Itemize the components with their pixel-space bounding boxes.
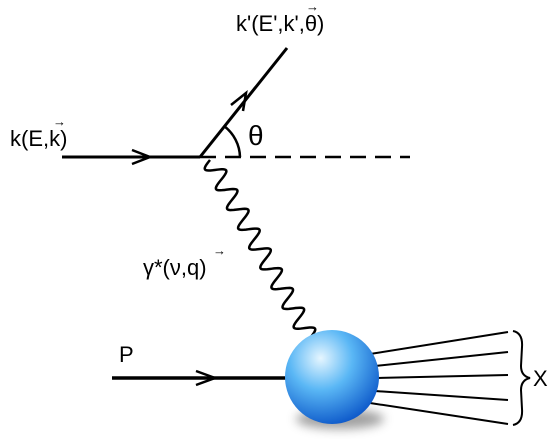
outgoing-lepton-vector-arrow: → [306, 0, 319, 14]
hadron-jet-3 [375, 374, 509, 379]
final-state-label: X [533, 366, 548, 391]
virtual-photon-line [203, 159, 317, 339]
scattering-angle-label: θ [248, 120, 264, 151]
scattering-angle-arc [223, 125, 242, 158]
hadron-jet-5 [369, 402, 509, 425]
hadron-jet-2 [374, 351, 509, 367]
virtual-photon-label: γ*(ν,q) [143, 255, 207, 280]
outgoing-lepton-arrow [230, 89, 248, 112]
target-label: P [119, 342, 134, 367]
incoming-lepton-vector-arrow: → [53, 114, 66, 129]
incoming-lepton-label: k(E,k) [10, 126, 67, 151]
hadron-jet-1 [369, 331, 509, 355]
hadron-jet-4 [374, 390, 509, 401]
final-state-brace [512, 330, 531, 426]
target-arrow [195, 369, 219, 387]
virtual-photon-vector-arrow: → [213, 243, 226, 258]
hadronic-vertex-blob [285, 330, 379, 424]
outgoing-lepton-label: k'(E',k',θ) [236, 11, 324, 36]
incoming-lepton-arrow [131, 148, 154, 166]
